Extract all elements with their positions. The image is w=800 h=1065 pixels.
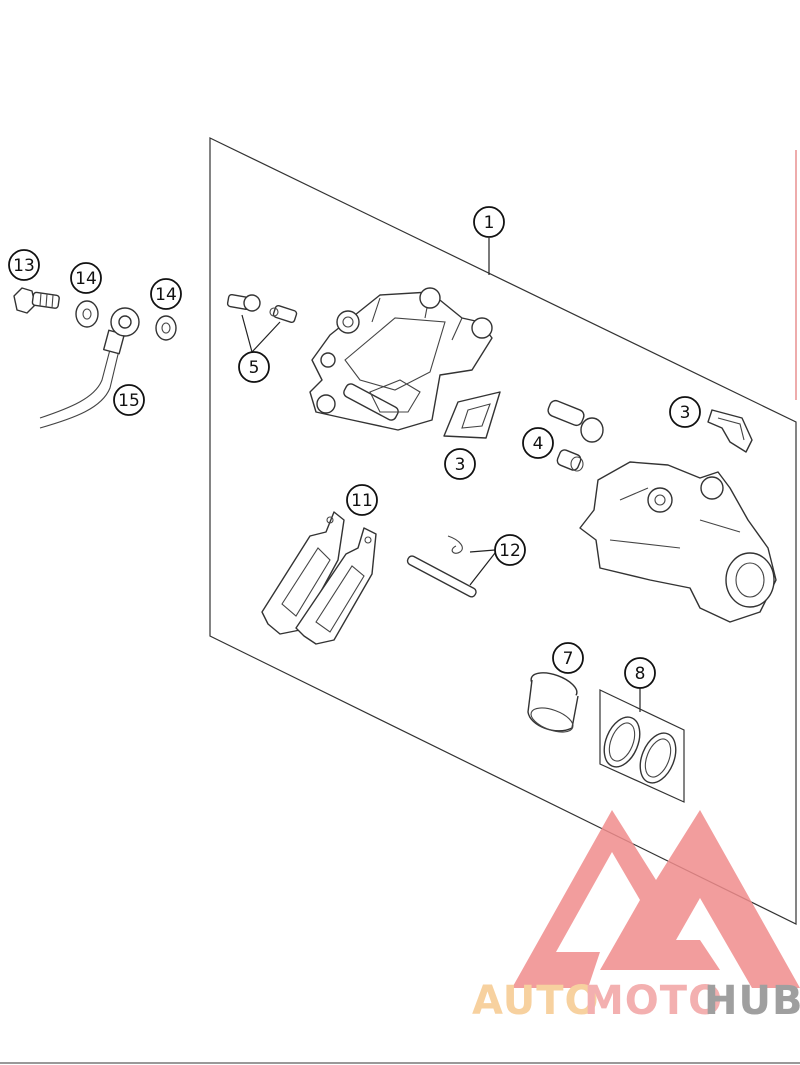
callout-13: 13 [8,249,40,281]
brake-hose [39,307,140,429]
caliper-piston [527,672,579,733]
banjo-bolt [13,287,60,314]
callout-11: 11 [346,484,378,516]
sealing-washers [75,300,177,341]
svg-text:3: 3 [680,403,691,423]
watermark-auto: AUTO [472,978,600,1024]
callout-14-left: 14 [70,262,102,294]
callout-12: 12 [494,534,526,566]
callout-1: 1 [473,206,505,238]
svg-text:7: 7 [563,649,574,669]
svg-text:14: 14 [155,285,177,305]
svg-text:4: 4 [533,434,544,454]
watermark-logo: AUTO MOTO HUB [472,810,800,1024]
watermark-hub: HUB [704,978,800,1024]
brake-pads [261,511,377,645]
guide-pins [547,399,604,472]
anti-rattle-spring-b [707,409,753,453]
caliper-body [309,287,493,431]
watermark-logo-mark [512,810,800,988]
callout-14-right: 14 [150,278,182,310]
callout-5: 5 [238,351,270,383]
svg-text:5: 5 [249,358,260,378]
callout-7: 7 [552,642,584,674]
callout-3-spring-right: 3 [669,396,701,428]
svg-text:14: 14 [75,269,97,289]
watermark-moto: MOTO [584,978,723,1024]
caliper-bracket [579,461,777,623]
callout-3-spring-left: 3 [444,448,476,480]
svg-text:12: 12 [499,541,521,561]
callout-8: 8 [624,657,656,689]
svg-text:13: 13 [13,256,35,276]
callout-4: 4 [522,427,554,459]
leader-lines [241,238,641,712]
seal-kit [599,689,685,803]
svg-text:3: 3 [455,455,466,475]
anti-rattle-spring-a [443,391,501,439]
svg-text:11: 11 [351,491,373,511]
assembly-frame [209,137,797,925]
bleeder-valves [226,293,298,324]
pad-pin-and-clip [406,535,477,598]
callout-15: 15 [113,384,145,416]
svg-text:1: 1 [484,213,495,233]
svg-text:15: 15 [118,391,140,411]
svg-text:8: 8 [635,664,646,684]
